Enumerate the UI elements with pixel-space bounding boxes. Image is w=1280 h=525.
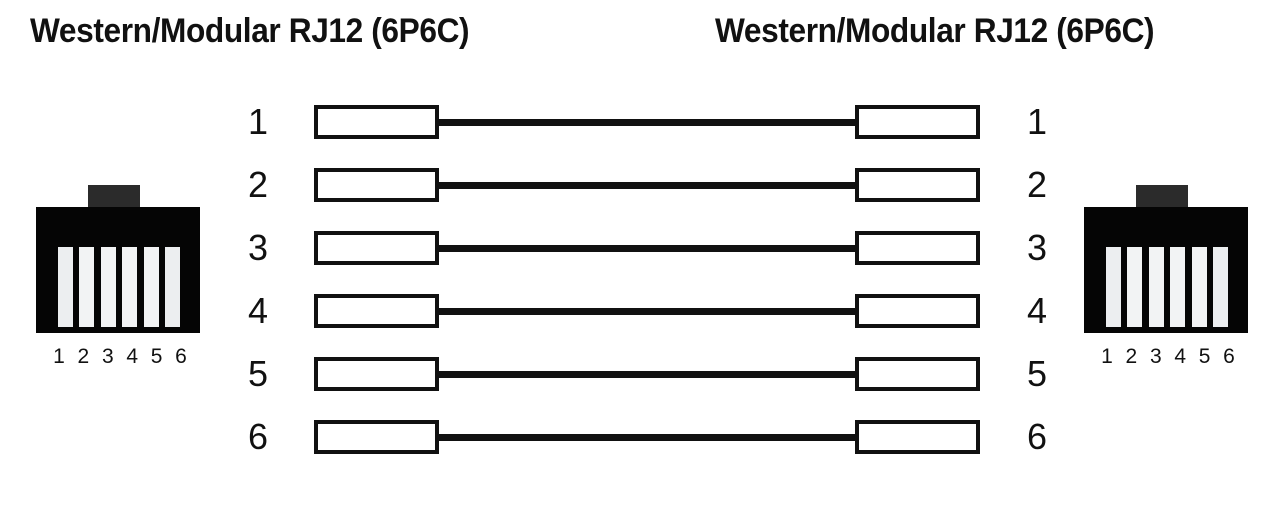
pin-terminal-left [314,420,439,454]
pin-number-left: 6 [247,416,269,457]
pin-number-left: 4 [247,290,269,331]
pinout-row: 2 2 [0,164,1280,206]
connector-pin-contact [1148,247,1164,327]
connector-pin-label-row: 1 2 3 4 5 6 [1100,345,1236,369]
pin-number-right: 4 [1026,290,1048,331]
pin-terminal-left [314,105,439,139]
pinout-row: 5 5 [0,353,1280,395]
connector-pin-contact [1127,247,1143,327]
pin-terminal-right [855,105,980,139]
connector-pin-contact [1106,247,1121,327]
pin-number-right: 2 [1026,164,1048,205]
connector-latch-icon [88,185,140,209]
pin-number-left: 2 [247,164,269,205]
page-title-left: Western/Modular RJ12 (6P6C) [30,12,470,50]
pin-terminal-right [855,168,980,202]
connector-pin-label: 3 [101,345,114,368]
pin-wire [438,245,858,252]
connector-pin-contact [100,247,116,327]
connector-pin-contact [1191,247,1207,327]
pin-number-left: 3 [247,227,269,268]
pin-number-right: 5 [1026,353,1048,394]
pin-wire [438,371,858,378]
connector-pin-label: 2 [77,345,90,368]
pinout-row: 3 3 [0,227,1280,269]
pin-wire [438,308,858,315]
rj12-connector-left: 1 2 3 4 5 6 [30,185,205,385]
pin-terminal-left [314,357,439,391]
pinout-row: 1 1 [0,101,1280,143]
connector-pin-label: 6 [175,345,187,368]
rj12-connector-right: 1 2 3 4 5 6 [1078,185,1253,385]
connector-pin-contact [1170,247,1186,327]
pin-terminal-right [855,357,980,391]
connector-pin-label: 4 [126,345,139,368]
connector-pin-label: 5 [1198,345,1211,368]
connector-latch-icon [1136,185,1188,209]
connector-pin-label-row: 1 2 3 4 5 6 [52,345,188,369]
connector-pin-label: 2 [1125,345,1138,368]
pin-number-right: 3 [1026,227,1048,268]
pin-terminal-right [855,294,980,328]
connector-pin-label: 3 [1149,345,1162,368]
connector-pin-contact [164,247,180,327]
pin-terminal-right [855,231,980,265]
pin-terminal-right [855,420,980,454]
connector-pin-contact [122,247,138,327]
pinout-row: 6 6 [0,416,1280,458]
pinout-row: 4 4 [0,290,1280,332]
pin-number-left: 5 [247,353,269,394]
connector-pin-contact [143,247,159,327]
pin-wire [438,182,858,189]
pin-terminal-left [314,294,439,328]
connector-pin-contact [79,247,95,327]
pin-terminal-left [314,231,439,265]
connector-pin-label: 1 [1101,345,1113,368]
connector-pin-contacts [1106,247,1228,327]
connector-pin-contacts [58,247,180,327]
connector-pin-label: 5 [150,345,163,368]
connector-pin-contact [58,247,73,327]
pin-terminal-left [314,168,439,202]
connector-pin-contact [1212,247,1228,327]
pin-wire [438,119,858,126]
connector-pin-label: 6 [1223,345,1235,368]
pin-number-right: 1 [1026,101,1048,142]
connector-pin-label: 1 [53,345,65,368]
pin-number-right: 6 [1026,416,1048,457]
pin-number-left: 1 [247,101,269,142]
connector-pin-label: 4 [1174,345,1187,368]
page-title-right: Western/Modular RJ12 (6P6C) [715,12,1155,50]
pin-wire [438,434,858,441]
